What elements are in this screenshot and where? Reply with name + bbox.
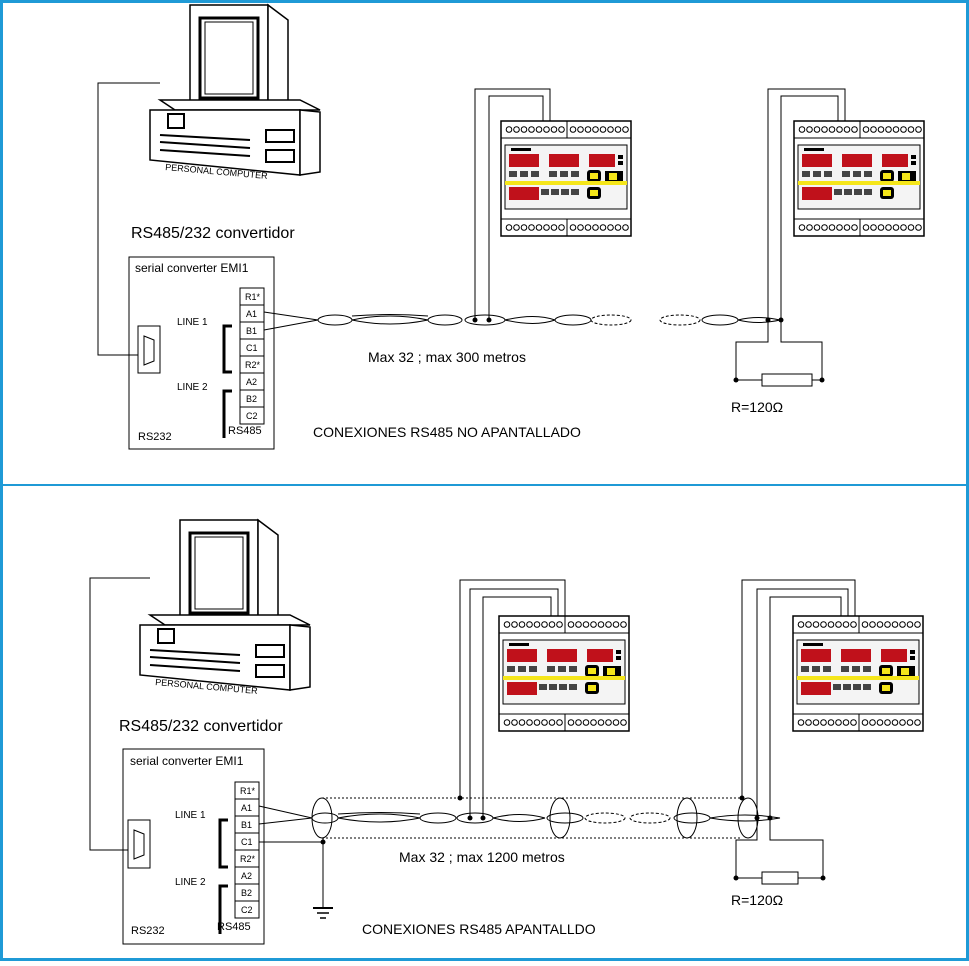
resistor-label: R=120Ω — [731, 892, 783, 908]
converter-box-title: serial converter EMI1 — [135, 261, 249, 275]
converter-title: RS485/232 convertidor — [119, 718, 283, 735]
energy-meter-1 — [498, 615, 630, 732]
terminal-label: C2 — [246, 411, 258, 421]
distance-label: Max 32 ; max 300 metros — [368, 349, 526, 365]
personal-computer-icon — [148, 3, 322, 177]
section-caption: CONEXIONES RS485 APANTALLDO — [362, 921, 596, 937]
bus-twisted-pair — [263, 311, 781, 331]
personal-computer-icon — [138, 518, 312, 692]
line2-bracket — [218, 884, 228, 934]
terminal-label: R2* — [245, 360, 261, 370]
bottom-section: PERSONAL COMPUTER RS485/232 convertidor … — [89, 518, 924, 945]
energy-meter-2 — [793, 120, 925, 237]
rs485-label: RS485 — [217, 921, 251, 933]
terminal-label: R2* — [240, 854, 256, 864]
terminal-label: R1* — [245, 292, 261, 302]
rs232-label: RS232 — [131, 925, 165, 937]
line2-label: LINE 2 — [177, 382, 208, 393]
meter1-drop — [459, 579, 566, 818]
terminal-label: B2 — [246, 394, 257, 404]
termination-resistor — [735, 320, 823, 387]
converter-box-title: serial converter EMI1 — [130, 754, 244, 768]
shield-ground — [259, 838, 333, 919]
line1-bracket — [218, 818, 228, 869]
distance-label: Max 32 ; max 1200 metros — [399, 849, 565, 865]
meter2-drop — [741, 579, 856, 818]
meter1-drop — [474, 88, 551, 320]
cable-shield — [311, 797, 759, 839]
terminal-label: C1 — [241, 837, 253, 847]
terminal-label: C1 — [246, 343, 258, 353]
line1-label: LINE 1 — [175, 810, 206, 821]
terminal-label: B2 — [241, 888, 252, 898]
rs232-label: RS232 — [138, 431, 172, 443]
terminal-label: B1 — [246, 326, 257, 336]
resistor-label: R=120Ω — [731, 399, 783, 415]
pc-cable — [97, 82, 160, 356]
line2-bracket — [222, 389, 232, 438]
terminal-label: A2 — [246, 377, 257, 387]
energy-meter-1 — [500, 120, 632, 237]
terminal-label: A1 — [246, 309, 257, 319]
energy-meter-2 — [792, 615, 924, 732]
line1-label: LINE 1 — [177, 317, 208, 328]
top-section: PERSONAL COMPUTER RS485/232 convertidor … — [97, 3, 925, 450]
converter-title: RS485/232 convertidor — [131, 225, 295, 242]
bus-twisted-pair — [258, 805, 781, 825]
line1-bracket — [222, 324, 232, 374]
rs485-label: RS485 — [228, 425, 262, 437]
meter2-drop — [767, 88, 846, 320]
terminal-label: B1 — [241, 820, 252, 830]
line2-label: LINE 2 — [175, 877, 206, 888]
terminal-label: A2 — [241, 871, 252, 881]
terminal-label: C2 — [241, 905, 253, 915]
terminal-label: A1 — [241, 803, 252, 813]
section-caption: CONEXIONES RS485 NO APANTALLADO — [313, 424, 581, 440]
pc-cable — [89, 577, 150, 851]
termination-resistor — [735, 818, 824, 885]
terminal-label: R1* — [240, 786, 256, 796]
